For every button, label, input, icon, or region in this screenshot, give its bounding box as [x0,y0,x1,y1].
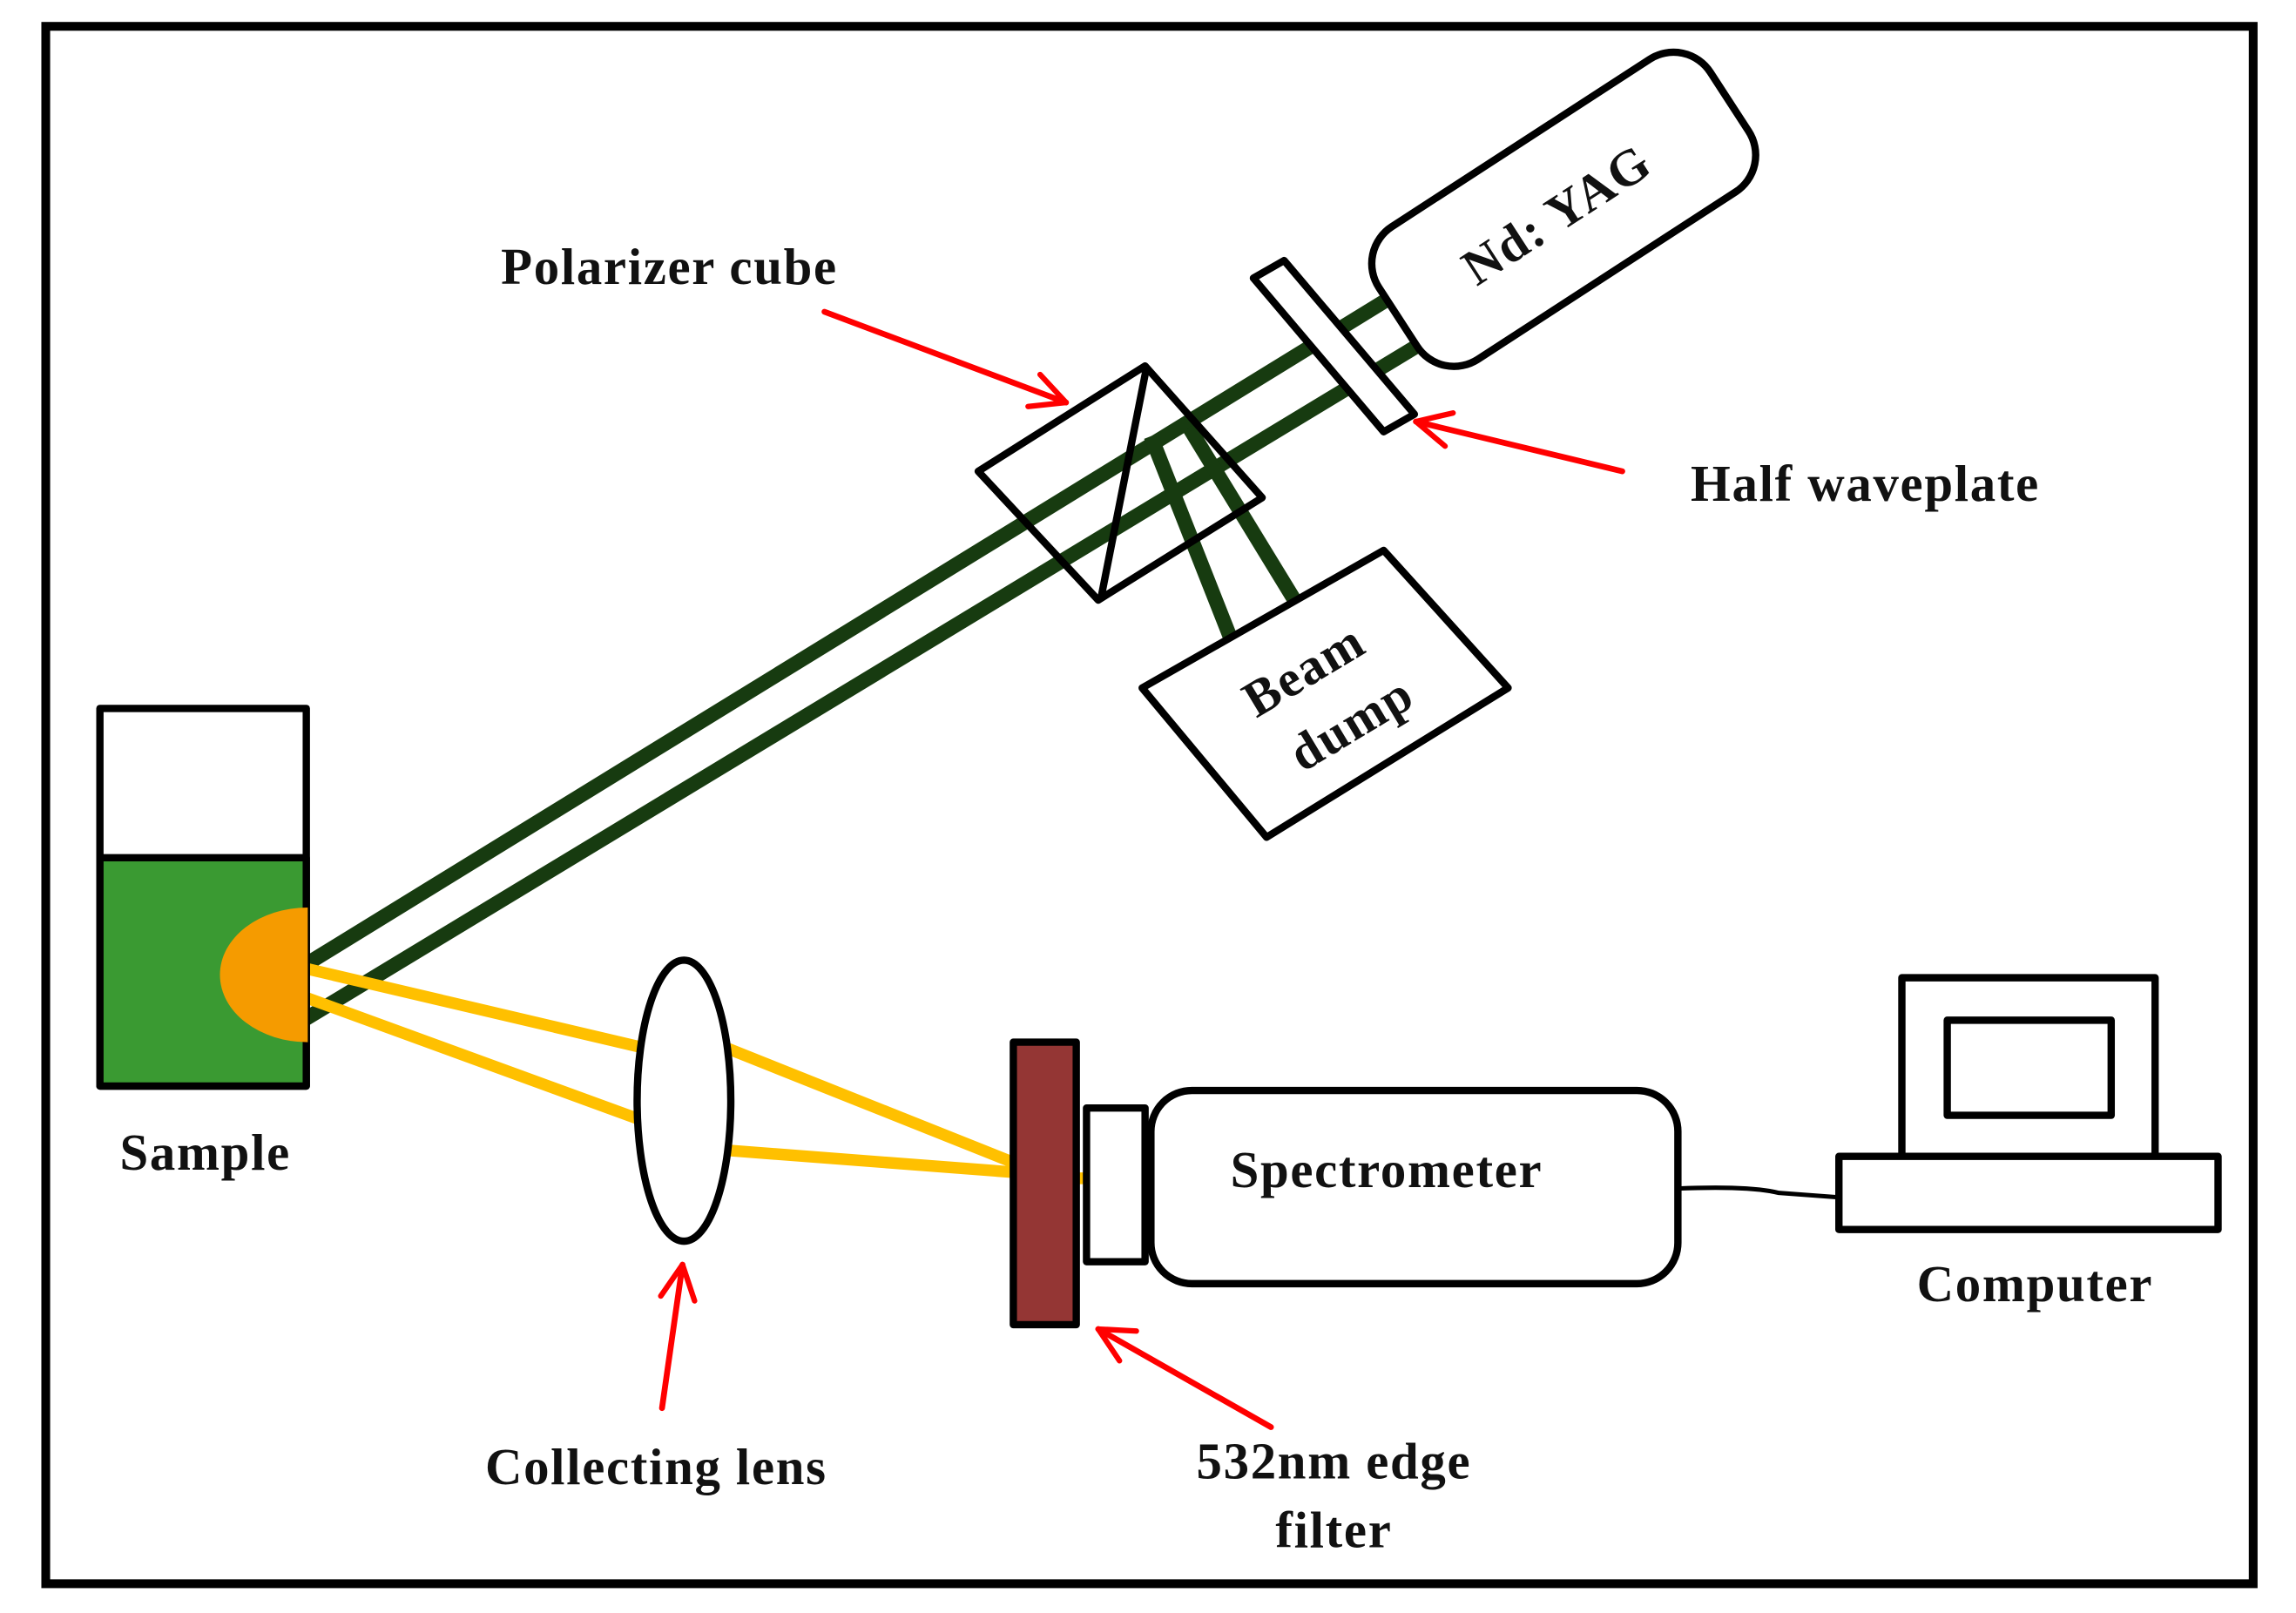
diagram-frame [41,22,2258,1589]
half-waveplate-label: Half waveplate [1691,456,2040,512]
edge-filter [1010,1038,1080,1329]
collecting-lens-label: Collecting lens [485,1439,827,1495]
data-cable [1678,1185,1840,1200]
laser-beam-lower [299,333,1432,1027]
laser-beam-upper [299,286,1402,973]
polarizer-cube [974,361,1266,604]
collecting-lens-arrow [658,1261,698,1412]
edge-filter-label-line2: filter [1275,1502,1392,1558]
collecting-lens [633,956,735,1245]
scattered-light-lower-out [728,1144,1017,1178]
sample-cuvette [96,705,310,1090]
dump-beam-right [1182,423,1308,616]
computer-base [1835,1152,2222,1233]
computer-screen [1943,1016,2116,1119]
computer-label: Computer [1917,1256,2154,1313]
polarizer-cube-diagonal [1097,367,1151,598]
polarizer-cube-arrow [821,308,1070,409]
computer [1835,974,2222,1233]
half-waveplate-arrow [1413,410,1625,475]
spectrometer-label: Spectrometer [1231,1142,1543,1198]
spectrometer: Spectrometer [1083,1086,1682,1288]
edge-filter-label-line1: 532nm edge [1197,1433,1472,1489]
scattered-light-lower-in [306,992,647,1127]
sample-label: Sample [120,1124,291,1181]
edge-filter-arrow [1095,1326,1274,1430]
beam-dump-box [1138,546,1512,841]
polarizer-cube-outline [974,361,1266,604]
scattered-light-upper-in [306,963,646,1054]
nd-yag-laser: Nd: YAG [1367,48,1759,370]
focal-spot [219,907,308,1043]
laser-body [1367,48,1759,370]
scattered-light-upper-out [724,1043,1019,1170]
polarizer-cube-label: Polarizer cube [501,239,838,295]
beam-dump: Beam dump [1138,546,1512,841]
spectrometer-entrance-port [1083,1103,1149,1265]
